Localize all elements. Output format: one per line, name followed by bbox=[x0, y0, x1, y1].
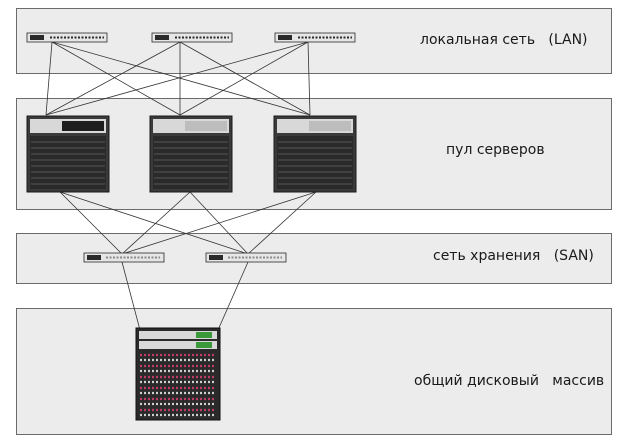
lan-switch-2 bbox=[151, 32, 233, 43]
server-to-san-links bbox=[59, 191, 317, 255]
lan-switch-1 bbox=[26, 32, 108, 43]
storage-band bbox=[16, 308, 612, 435]
server-2 bbox=[149, 115, 233, 193]
lan-label: локальная сеть (LAN) bbox=[420, 32, 588, 48]
lan-switch-3 bbox=[274, 32, 356, 43]
san-switch-1 bbox=[83, 252, 165, 263]
disk-array bbox=[135, 327, 221, 421]
server-pool-label: пул серверов bbox=[446, 142, 545, 158]
server-1 bbox=[26, 115, 110, 193]
server-3 bbox=[273, 115, 357, 193]
lan-to-server-links bbox=[45, 41, 311, 116]
san-label: сеть хранения (SAN) bbox=[433, 248, 594, 264]
san-to-storage-links bbox=[121, 261, 249, 331]
storage-label: общий дисковый массив bbox=[414, 373, 605, 389]
san-switch-2 bbox=[205, 252, 287, 263]
